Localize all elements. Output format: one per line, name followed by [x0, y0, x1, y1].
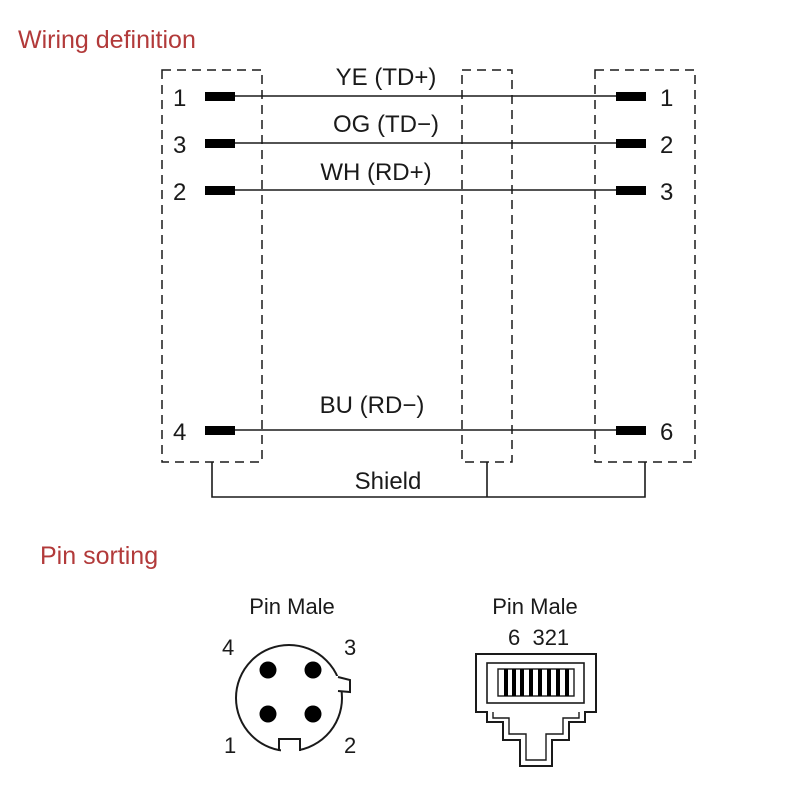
- wiring-definition-title: Wiring definition: [18, 26, 196, 54]
- m12-pin-3: [304, 661, 322, 679]
- m12-key-notch: [337, 676, 351, 694]
- m12-label-1: 1: [224, 733, 236, 758]
- m12-label-2: 2: [344, 733, 356, 758]
- m12-bottom-notch: [278, 738, 301, 751]
- rj45-pin-labels: 6 321: [508, 625, 569, 650]
- wire-label: OG (TD−): [333, 111, 439, 138]
- m12-connector: Pin Male 4 3 1 2: [222, 594, 356, 758]
- cable-box: [461, 69, 513, 463]
- rj45-contact: [556, 669, 560, 696]
- wire-og: 3 2 OG (TD−): [173, 111, 673, 159]
- right-pin-number: 6: [660, 419, 673, 446]
- rj45-contact-area: [497, 668, 575, 697]
- pin-sorting-title: Pin sorting: [40, 542, 159, 570]
- left-pin-number: 3: [173, 132, 186, 159]
- left-pin-number: 4: [173, 419, 186, 446]
- left-pin-number: 1: [173, 85, 186, 112]
- m12-pin-1: [259, 705, 277, 723]
- shield-line: [211, 462, 646, 498]
- m12-bottom-gap: [281, 742, 299, 756]
- m12-key-gap: [335, 676, 349, 692]
- wire-label: YE (TD+): [336, 64, 437, 91]
- rj45-connector: Pin Male 6 321: [475, 594, 597, 767]
- m12-pin-2: [304, 705, 322, 723]
- rj45-body: [475, 653, 597, 767]
- right-pin-terminal: [616, 92, 646, 101]
- rj45-contact: [547, 669, 551, 696]
- rj45-contact: [520, 669, 524, 696]
- rj45-contact: [565, 669, 569, 696]
- wire-bu: 4 6 BU (RD−): [173, 392, 673, 446]
- right-pin-terminal: [616, 139, 646, 148]
- right-pin-number: 3: [660, 179, 673, 206]
- left-pin-terminal: [205, 426, 235, 435]
- m12-label-4: 4: [222, 635, 234, 660]
- rj45-contact: [538, 669, 542, 696]
- rj45-contact: [504, 669, 508, 696]
- rj45-inner-frame: [486, 662, 585, 704]
- right-pin-number: 1: [660, 85, 673, 112]
- left-connector-box: [161, 69, 263, 463]
- m12-label-3: 3: [344, 635, 356, 660]
- rj45-caption: Pin Male: [492, 594, 578, 619]
- m12-pin-4: [259, 661, 277, 679]
- right-connector-box: [594, 69, 696, 463]
- right-pin-terminal: [616, 186, 646, 195]
- wire-label: BU (RD−): [320, 392, 425, 419]
- left-pin-terminal: [205, 92, 235, 101]
- shield-connection: Shield: [211, 462, 646, 498]
- right-pin-number: 2: [660, 132, 673, 159]
- wire-wh: 2 3 WH (RD+): [173, 159, 673, 206]
- rj45-latch: [492, 712, 580, 761]
- m12-housing: [235, 644, 343, 752]
- rj45-contact: [512, 669, 516, 696]
- wire-ye: 1 1 YE (TD+): [173, 64, 673, 112]
- right-pin-terminal: [616, 426, 646, 435]
- left-pin-terminal: [205, 139, 235, 148]
- rj45-contact: [529, 669, 533, 696]
- shield-label: Shield: [355, 468, 422, 495]
- left-pin-terminal: [205, 186, 235, 195]
- left-pin-number: 2: [173, 179, 186, 206]
- wire-label: WH (RD+): [320, 159, 431, 186]
- m12-caption: Pin Male: [249, 594, 335, 619]
